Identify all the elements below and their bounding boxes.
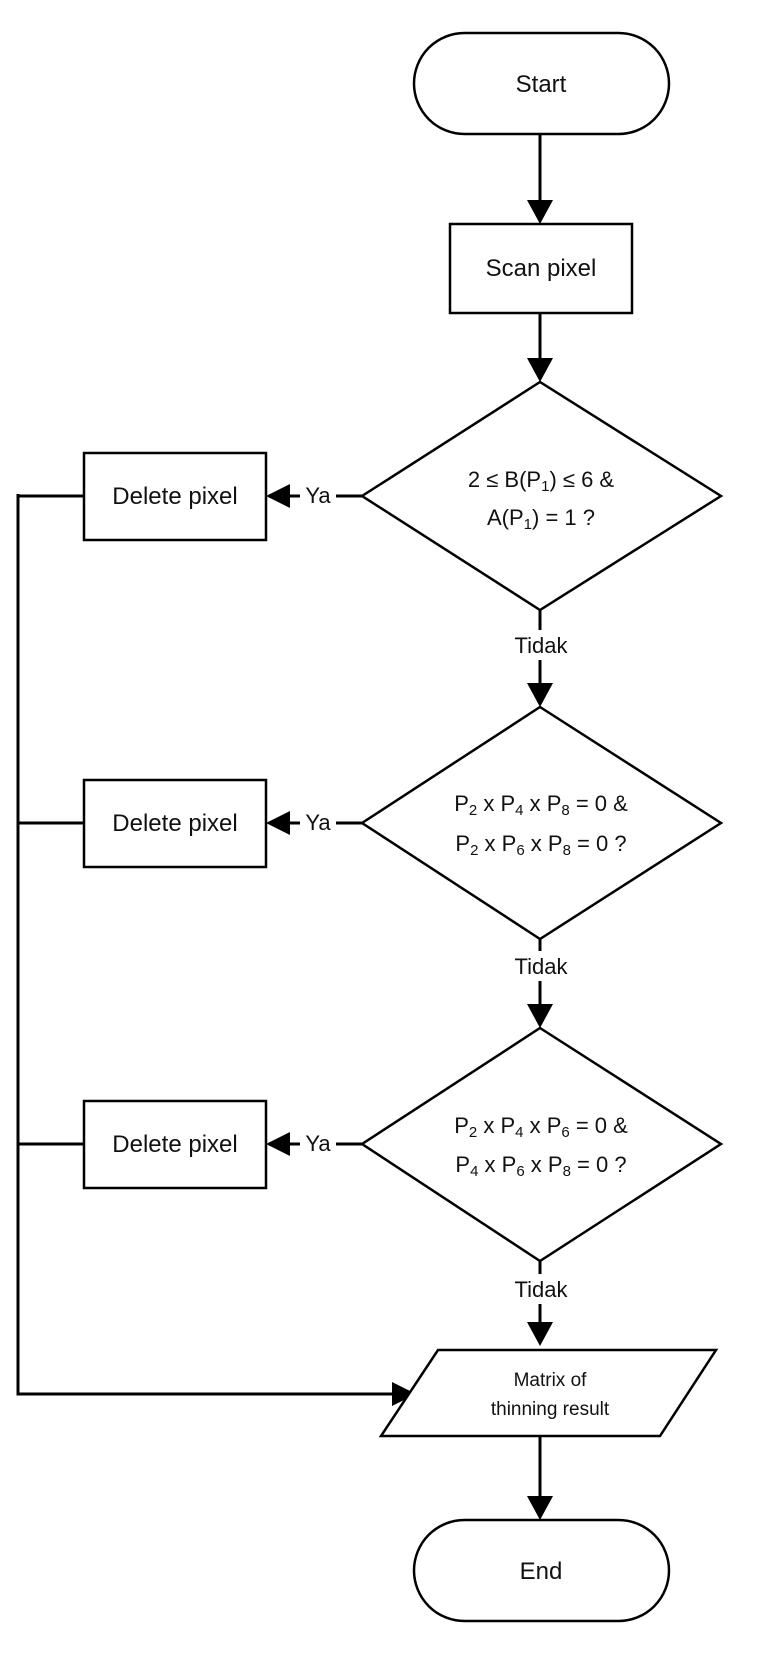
delete2-label: Delete pixel (112, 810, 237, 837)
formula-subscript: 2 (469, 1124, 477, 1141)
formula-subscript: 6 (516, 842, 524, 859)
arrowhead-output (527, 1322, 553, 1346)
formula-text: = 0 & (570, 1113, 628, 1138)
decision2-diamond (359, 705, 724, 941)
delete2-box (82, 778, 268, 869)
end-shape (412, 1518, 671, 1623)
formula-text: x P (523, 791, 561, 816)
formula-subscript: 2 (469, 802, 477, 819)
formula-subscript: 6 (561, 1124, 569, 1141)
delete1-label: Delete pixel (112, 483, 237, 510)
formula-text: 2 ≤ B(P (468, 467, 541, 492)
yes-label-1-bg (300, 480, 336, 510)
formula-subscript: 2 (470, 842, 478, 859)
delete1-box (82, 451, 268, 542)
yes-label-2: Ya (305, 810, 331, 835)
formula-text: A(P (487, 505, 524, 530)
formula-subscript: 8 (563, 842, 571, 859)
delete-process-2: Delete pixel (82, 778, 268, 869)
decision-2: P2 x P4 x P8 = 0 & P2 x P6 x P8 = 0 ? (359, 705, 724, 941)
arrowhead-end (527, 1496, 553, 1520)
output-parallelogram (378, 1348, 719, 1438)
formula-text: = 0 & (570, 791, 628, 816)
formula-text: P (455, 831, 470, 856)
yes-label-3-bg (300, 1128, 336, 1158)
arrowhead-delete3 (266, 1132, 290, 1156)
formula-text: P (454, 791, 469, 816)
formula-text: x P (478, 831, 516, 856)
yes-label-1: Ya (305, 483, 331, 508)
formula-text: = 0 ? (571, 831, 627, 856)
delete-process-3: Delete pixel (82, 1099, 268, 1190)
formula-subscript: 4 (470, 1163, 478, 1180)
formula-subscript: 4 (515, 1124, 523, 1141)
arrowhead-output-bus (392, 1382, 416, 1406)
formula-text: ) ≤ 6 & (549, 467, 614, 492)
scan-box (448, 222, 634, 315)
formula-subscript: 8 (561, 802, 569, 819)
branch-labels: Ya Ya Ya Tidak Tidak Tidak (300, 480, 574, 1304)
formula-text: x P (477, 1113, 515, 1138)
formula-text: x P (523, 1113, 561, 1138)
decision3-line2: P4 x P6 x P8 = 0 ? (455, 1152, 626, 1180)
no-label-2: Tidak (515, 954, 569, 979)
start-terminator: Start (412, 31, 671, 136)
formula-text: P (455, 1152, 470, 1177)
no-label-1: Tidak (515, 633, 569, 658)
formula-subscript: 4 (515, 802, 523, 819)
delete3-label: Delete pixel (112, 1131, 237, 1158)
decision3-diamond (359, 1026, 724, 1263)
formula-text: x P (525, 831, 563, 856)
formula-subscript: 6 (516, 1163, 524, 1180)
output-data: Matrix of thinning result (378, 1348, 719, 1438)
arrowhead-decision1 (527, 358, 553, 382)
no-label-1-bg (508, 630, 574, 660)
output-line1: Matrix of (514, 1370, 588, 1391)
decision2-line1: P2 x P4 x P8 = 0 & (454, 791, 628, 819)
end-label: End (520, 1558, 563, 1585)
decision3-line1: P2 x P4 x P6 = 0 & (454, 1113, 628, 1141)
scan-label: Scan pixel (486, 255, 597, 282)
yes-label-3: Ya (305, 1131, 331, 1156)
formula-text: = 0 ? (571, 1152, 627, 1177)
formula-text: ) = 1 ? (532, 505, 595, 530)
output-line2: thinning result (491, 1399, 610, 1420)
formula-subscript: 1 (541, 478, 549, 495)
yes-label-2-bg (300, 807, 336, 837)
arrowhead-decision2 (527, 683, 553, 707)
formula-text: x P (477, 791, 515, 816)
delete3-box (82, 1099, 268, 1190)
no-label-2-bg (508, 951, 574, 981)
no-label-3-bg (508, 1274, 574, 1304)
decision1-diamond (359, 380, 724, 612)
decision2-line2: P2 x P6 x P8 = 0 ? (455, 831, 626, 859)
formula-subscript: 1 (524, 516, 532, 533)
scan-process: Scan pixel (448, 222, 634, 315)
formula-text: P (454, 1113, 469, 1138)
start-shape (412, 31, 671, 136)
decision-3: P2 x P4 x P6 = 0 & P4 x P6 x P8 = 0 ? (359, 1026, 724, 1263)
arrowhead-scan (527, 200, 553, 224)
end-terminator: End (412, 1518, 671, 1623)
formula-text: x P (478, 1152, 516, 1177)
start-label: Start (516, 71, 567, 98)
decision1-line2: A(P1) = 1 ? (487, 505, 595, 533)
decision1-line1: 2 ≤ B(P1) ≤ 6 & (468, 467, 615, 495)
arrowhead-delete2 (266, 811, 290, 835)
decision-1: 2 ≤ B(P1) ≤ 6 & A(P1) = 1 ? (359, 380, 724, 612)
formula-text: x P (525, 1152, 563, 1177)
delete-process-1: Delete pixel (82, 451, 268, 542)
formula-subscript: 8 (563, 1163, 571, 1180)
arrowhead-delete1 (266, 484, 290, 508)
no-label-3: Tidak (515, 1277, 569, 1302)
arrowhead-decision3 (527, 1004, 553, 1028)
